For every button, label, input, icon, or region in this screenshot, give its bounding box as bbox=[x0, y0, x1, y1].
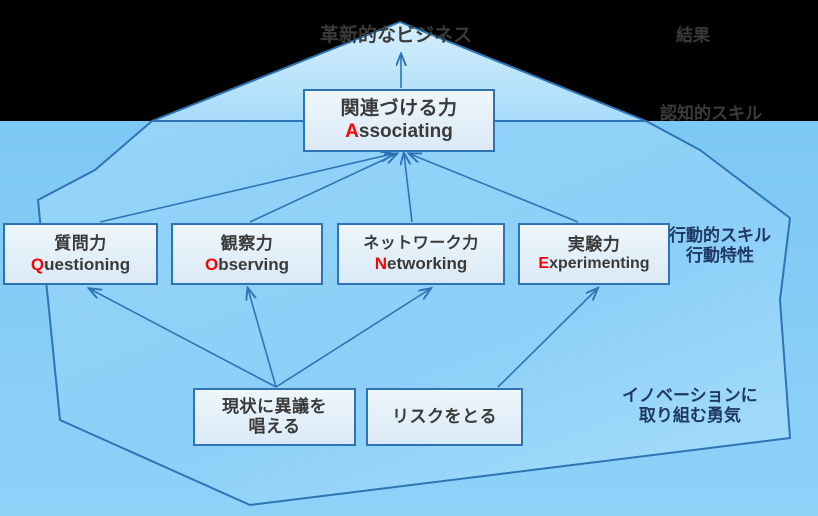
box-questioning-rest: uestioning bbox=[44, 254, 131, 274]
label-courage-to-innovate: イノベーションに 取り組む勇気 bbox=[622, 386, 758, 426]
arrow-questioning-to-assoc bbox=[99, 154, 392, 223]
box-networking-rest: etworking bbox=[386, 253, 468, 273]
box-experimenting-rest: xperimenting bbox=[549, 255, 650, 273]
box-challenge-line1: 現状に異議を bbox=[222, 397, 327, 417]
label-innovative-business: 革新的なビジネス bbox=[320, 25, 473, 46]
arrow-networking-to-assoc bbox=[404, 154, 413, 223]
box-experimenting[interactable]: 実験力 Experimenting bbox=[518, 223, 670, 285]
label-result: 結果 bbox=[676, 26, 710, 45]
arrow-observing-to-assoc bbox=[249, 154, 396, 223]
arrow-challenge-to-questioning bbox=[90, 289, 277, 388]
iceberg-above-water bbox=[152, 22, 646, 121]
label-cognitive-skill: 認知的スキル bbox=[660, 104, 762, 123]
box-questioning-jp: 質問力 bbox=[54, 233, 107, 253]
box-networking[interactable]: ネットワーク力 Networking bbox=[337, 223, 505, 285]
box-experimenting-cap: E bbox=[538, 255, 550, 273]
box-observing-en: Observing bbox=[205, 255, 289, 275]
iceberg-below-water bbox=[37, 120, 791, 506]
iceberg-above-outline bbox=[151, 21, 647, 122]
box-questioning-cap: Q bbox=[30, 254, 45, 274]
box-networking-cap: N bbox=[374, 253, 387, 273]
box-challenge-status-quo[interactable]: 現状に異議を 唱える bbox=[193, 388, 356, 446]
arrow-experimenting-to-assoc bbox=[410, 154, 579, 223]
label-behavioral-skill: 行動的スキル 行動特性 bbox=[669, 226, 771, 266]
box-questioning-en: Questioning bbox=[31, 255, 130, 275]
box-associating-jp: 関連づける力 bbox=[340, 98, 458, 120]
box-observing-jp: 観察力 bbox=[220, 233, 274, 253]
box-experimenting-jp: 実験力 bbox=[567, 234, 621, 254]
box-observing[interactable]: 観察力 Observing bbox=[171, 223, 323, 285]
box-questioning[interactable]: 質問力 Questioning bbox=[3, 223, 158, 285]
box-networking-en: Networking bbox=[375, 254, 468, 274]
arrow-challenge-to-observing bbox=[248, 289, 277, 388]
arrow-risk-to-experimenting bbox=[497, 289, 597, 388]
arrow-group bbox=[90, 55, 597, 388]
box-observing-cap: O bbox=[204, 254, 219, 274]
box-associating-en: Associating bbox=[345, 121, 453, 143]
box-networking-jp: ネットワーク力 bbox=[363, 234, 479, 252]
box-risk-line1: リスクをとる bbox=[392, 407, 497, 427]
box-take-risks[interactable]: リスクをとる bbox=[366, 388, 523, 446]
box-associating-rest: ssociating bbox=[358, 121, 453, 142]
box-observing-rest: bserving bbox=[218, 254, 290, 274]
arrow-challenge-to-networking bbox=[275, 289, 430, 388]
box-associating-cap: A bbox=[345, 121, 359, 142]
box-challenge-line2: 唱える bbox=[248, 417, 301, 436]
box-associating[interactable]: 関連づける力 Associating bbox=[303, 89, 495, 152]
box-experimenting-en: Experimenting bbox=[538, 255, 649, 273]
